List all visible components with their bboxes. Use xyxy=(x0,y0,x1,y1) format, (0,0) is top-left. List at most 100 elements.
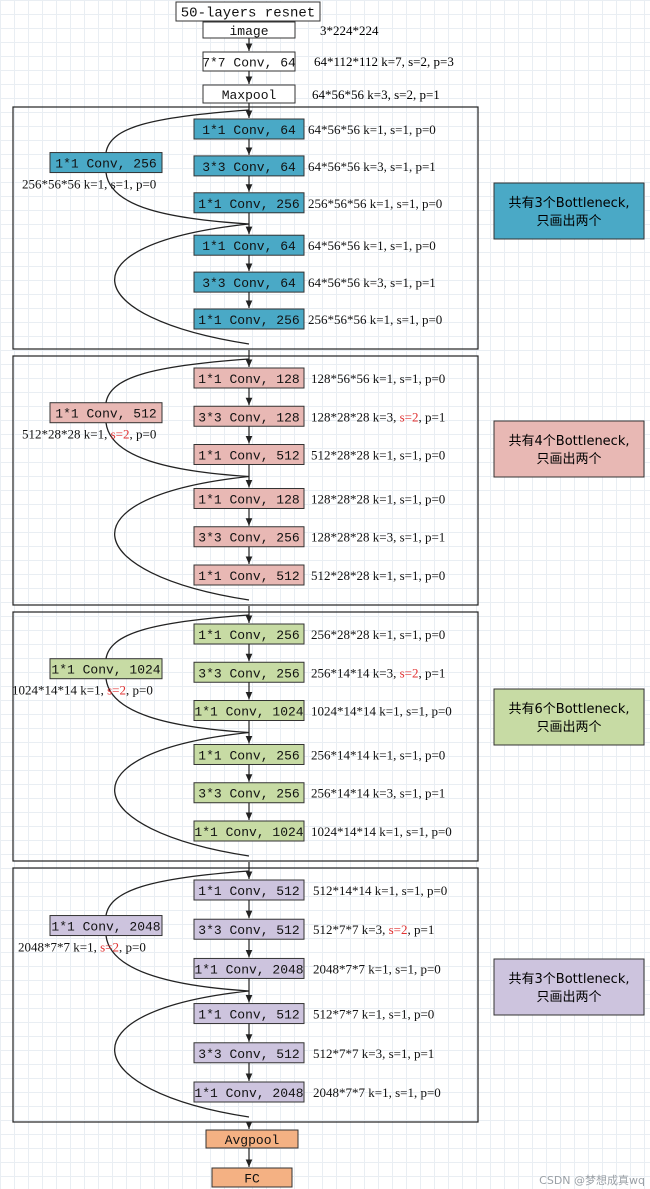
stage4-block1-layer3-label: 1*1 Conv, 2048 xyxy=(194,962,303,977)
stage2-shortcut-dims-post: , p=0 xyxy=(129,427,156,442)
stage3-block1-layer2-dims-stride: s=2 xyxy=(400,665,419,680)
stage4-shortcut-dims: 2048*7*7 k=1, s=2, p=0 xyxy=(18,940,146,955)
stage1-block2-layer3-dims: 256*56*56 k=1, s=1, p=0 xyxy=(308,312,442,327)
stage2-block1-layer1-label: 1*1 Conv, 128 xyxy=(198,372,299,387)
stage3-block2-layer3-dims: 1024*14*14 k=1, s=1, p=0 xyxy=(311,824,452,839)
image-dims: 3*224*224 xyxy=(320,23,379,38)
stage3-shortcut-box xyxy=(49,658,163,680)
stage2-note-line1: 共有4个Bottleneck, xyxy=(509,434,630,449)
stage4-note-line2: 只画出两个 xyxy=(536,990,601,1005)
stage1-note-box xyxy=(493,182,645,240)
stage3-frame xyxy=(12,611,479,862)
stage3-shortcut-dims-pre: 1024*14*14 k=1, xyxy=(12,683,107,698)
stage4-note-line1: 共有3个Bottleneck, xyxy=(509,972,630,987)
stage3-block1-layer2-label: 3*3 Conv, 256 xyxy=(198,666,299,681)
stage4-block2-layer2-label: 3*3 Conv, 512 xyxy=(198,1047,299,1062)
stage2-block2-layer3-dims: 512*28*28 k=1, s=1, p=0 xyxy=(311,568,445,583)
stage1-shortcut-dims: 256*56*56 k=1, s=1, p=0 xyxy=(22,177,156,192)
stage1-shortcut-in xyxy=(105,109,250,153)
stage3-block1-layer1-label: 1*1 Conv, 256 xyxy=(198,628,299,643)
stage3-shortcut-dims-stride: s=2 xyxy=(107,683,126,698)
stage3-note-box xyxy=(493,688,645,746)
stage3-shortcut-label: 1*1 Conv, 1024 xyxy=(51,663,160,678)
stage4-block1-layer2-label: 3*3 Conv, 512 xyxy=(198,923,299,938)
stage2-block2-layer3-box xyxy=(193,564,305,586)
stage3-shortcut-dims-post: , p=0 xyxy=(126,683,153,698)
image-node-label: image xyxy=(229,24,268,39)
stage2-block1-layer2-dims: 128*28*28 k=3, s=2, p=1 xyxy=(311,409,445,424)
stage2-shortcut-in xyxy=(105,358,250,403)
stage3-block1-layer3-label: 1*1 Conv, 1024 xyxy=(194,705,303,720)
conv7-dims: 64*112*112 k=7, s=2, p=3 xyxy=(314,54,454,69)
stage2-shortcut-dims-pre: 512*28*28 k=1, xyxy=(22,427,111,442)
stage2-shortcut-out xyxy=(105,422,250,478)
stage3-block1-layer2-dims-post: , p=1 xyxy=(418,665,445,680)
conv7-node-label: 7*7 Conv, 64 xyxy=(202,56,296,71)
stage1-identity-skip xyxy=(114,223,250,345)
stage3-identity-skip xyxy=(114,731,250,857)
stage4-block1-layer2-dims: 512*7*7 k=3, s=2, p=1 xyxy=(313,922,434,937)
stage4-shortcut-dims-stride: s=2 xyxy=(100,940,119,955)
stage1-block1-layer2-label: 3*3 Conv, 64 xyxy=(202,160,296,175)
stage1-block1-layer3-dims: 256*56*56 k=1, s=1, p=0 xyxy=(308,196,442,211)
stage1-shortcut-box xyxy=(49,152,163,174)
stage4-block1-layer1-label: 1*1 Conv, 512 xyxy=(198,884,299,899)
stage2-block2-layer1-dims: 128*28*28 k=1, s=1, p=0 xyxy=(311,491,445,506)
stage2-block1-layer2-label: 3*3 Conv, 128 xyxy=(198,410,299,425)
stage2-block2-layer2-dims: 128*28*28 k=3, s=1, p=1 xyxy=(311,530,445,545)
stage4-identity-skip xyxy=(114,990,250,1118)
stage3-note-line1: 共有6个Bottleneck, xyxy=(509,702,630,717)
stage2-block1-layer3-label: 1*1 Conv, 512 xyxy=(198,449,299,464)
stage1-note-line2: 只画出两个 xyxy=(536,214,601,229)
fc-node-box xyxy=(211,1167,293,1188)
stage4-block1-layer2-dims-post: , p=1 xyxy=(407,922,434,937)
stage4-block2-layer3-box xyxy=(193,1081,305,1103)
stage2-block2-layer1-label: 1*1 Conv, 128 xyxy=(198,492,299,507)
maxpool-dims: 64*56*56 k=3, s=2, p=1 xyxy=(312,87,440,102)
stage3-block2-layer3-box xyxy=(193,820,305,842)
stage1-block2-layer3-box xyxy=(193,308,305,330)
title-box xyxy=(175,1,321,22)
stage4-shortcut-label: 1*1 Conv, 2048 xyxy=(51,920,160,935)
stage2-identity-skip xyxy=(114,475,250,601)
stage1-block1-layer1-label: 1*1 Conv, 64 xyxy=(202,123,296,138)
stage2-shortcut-dims-stride: s=2 xyxy=(111,427,130,442)
stage1-block1-layer1-dims: 64*56*56 k=1, s=1, p=0 xyxy=(308,122,436,137)
stage1-block2-layer2-dims: 64*56*56 k=3, s=1, p=1 xyxy=(308,275,436,290)
stage4-shortcut-dims-pre: 2048*7*7 k=1, xyxy=(18,940,100,955)
stage4-frame xyxy=(12,867,479,1123)
stage2-shortcut-dims: 512*28*28 k=1, s=2, p=0 xyxy=(22,427,156,442)
stage1-shortcut-label: 1*1 Conv, 256 xyxy=(55,157,156,172)
stage1-note-line1: 共有3个Bottleneck, xyxy=(509,196,630,211)
stage3-block2-layer1-dims: 256*14*14 k=1, s=1, p=0 xyxy=(311,747,445,762)
stage4-block2-layer1-dims: 512*7*7 k=1, s=1, p=0 xyxy=(313,1007,434,1022)
watermark-text: CSDN @梦想成真wq xyxy=(539,1173,645,1187)
stage4-block2-layer2-dims: 512*7*7 k=3, s=1, p=1 xyxy=(313,1046,434,1061)
stage4-note-box xyxy=(493,958,645,1016)
stage3-block1-layer2-dims-pre: 256*14*14 k=3, xyxy=(311,665,400,680)
stage2-shortcut-label: 1*1 Conv, 512 xyxy=(55,407,156,422)
stage1-block2-layer2-label: 3*3 Conv, 64 xyxy=(202,276,296,291)
stage2-block1-layer3-dims: 512*28*28 k=1, s=1, p=0 xyxy=(311,448,445,463)
stage2-block2-layer3-label: 1*1 Conv, 512 xyxy=(198,569,299,584)
title-label: 50-layers resnet xyxy=(181,6,315,22)
stage4-block1-layer3-dims: 2048*7*7 k=1, s=1, p=0 xyxy=(313,961,441,976)
stage3-block1-layer3-dims: 1024*14*14 k=1, s=1, p=0 xyxy=(311,704,452,719)
stage3-block2-layer2-dims: 256*14*14 k=3, s=1, p=1 xyxy=(311,786,445,801)
stage2-block1-layer2-dims-pre: 128*28*28 k=3, xyxy=(311,409,400,424)
stage1-frame xyxy=(12,106,479,350)
stage1-shortcut-out xyxy=(105,172,250,225)
stage4-shortcut-dims-post: , p=0 xyxy=(119,940,146,955)
stage3-note-line2: 只画出两个 xyxy=(536,720,601,735)
stage1-block2-layer1-dims: 64*56*56 k=1, s=1, p=0 xyxy=(308,238,436,253)
stage2-frame xyxy=(12,355,479,606)
stage4-block2-layer1-label: 1*1 Conv, 512 xyxy=(198,1008,299,1023)
stage3-block1-layer1-dims: 256*28*28 k=1, s=1, p=0 xyxy=(311,627,445,642)
stage4-shortcut-out xyxy=(105,935,250,992)
stage1-block2-layer3-label: 1*1 Conv, 256 xyxy=(198,313,299,328)
stage4-block2-layer3-label: 1*1 Conv, 2048 xyxy=(194,1086,303,1101)
stage2-block1-layer2-dims-stride: s=2 xyxy=(400,409,419,424)
stage3-block2-layer2-label: 3*3 Conv, 256 xyxy=(198,787,299,802)
stage3-block1-layer2-dims: 256*14*14 k=3, s=2, p=1 xyxy=(311,665,445,680)
stage2-shortcut-box xyxy=(49,402,163,424)
